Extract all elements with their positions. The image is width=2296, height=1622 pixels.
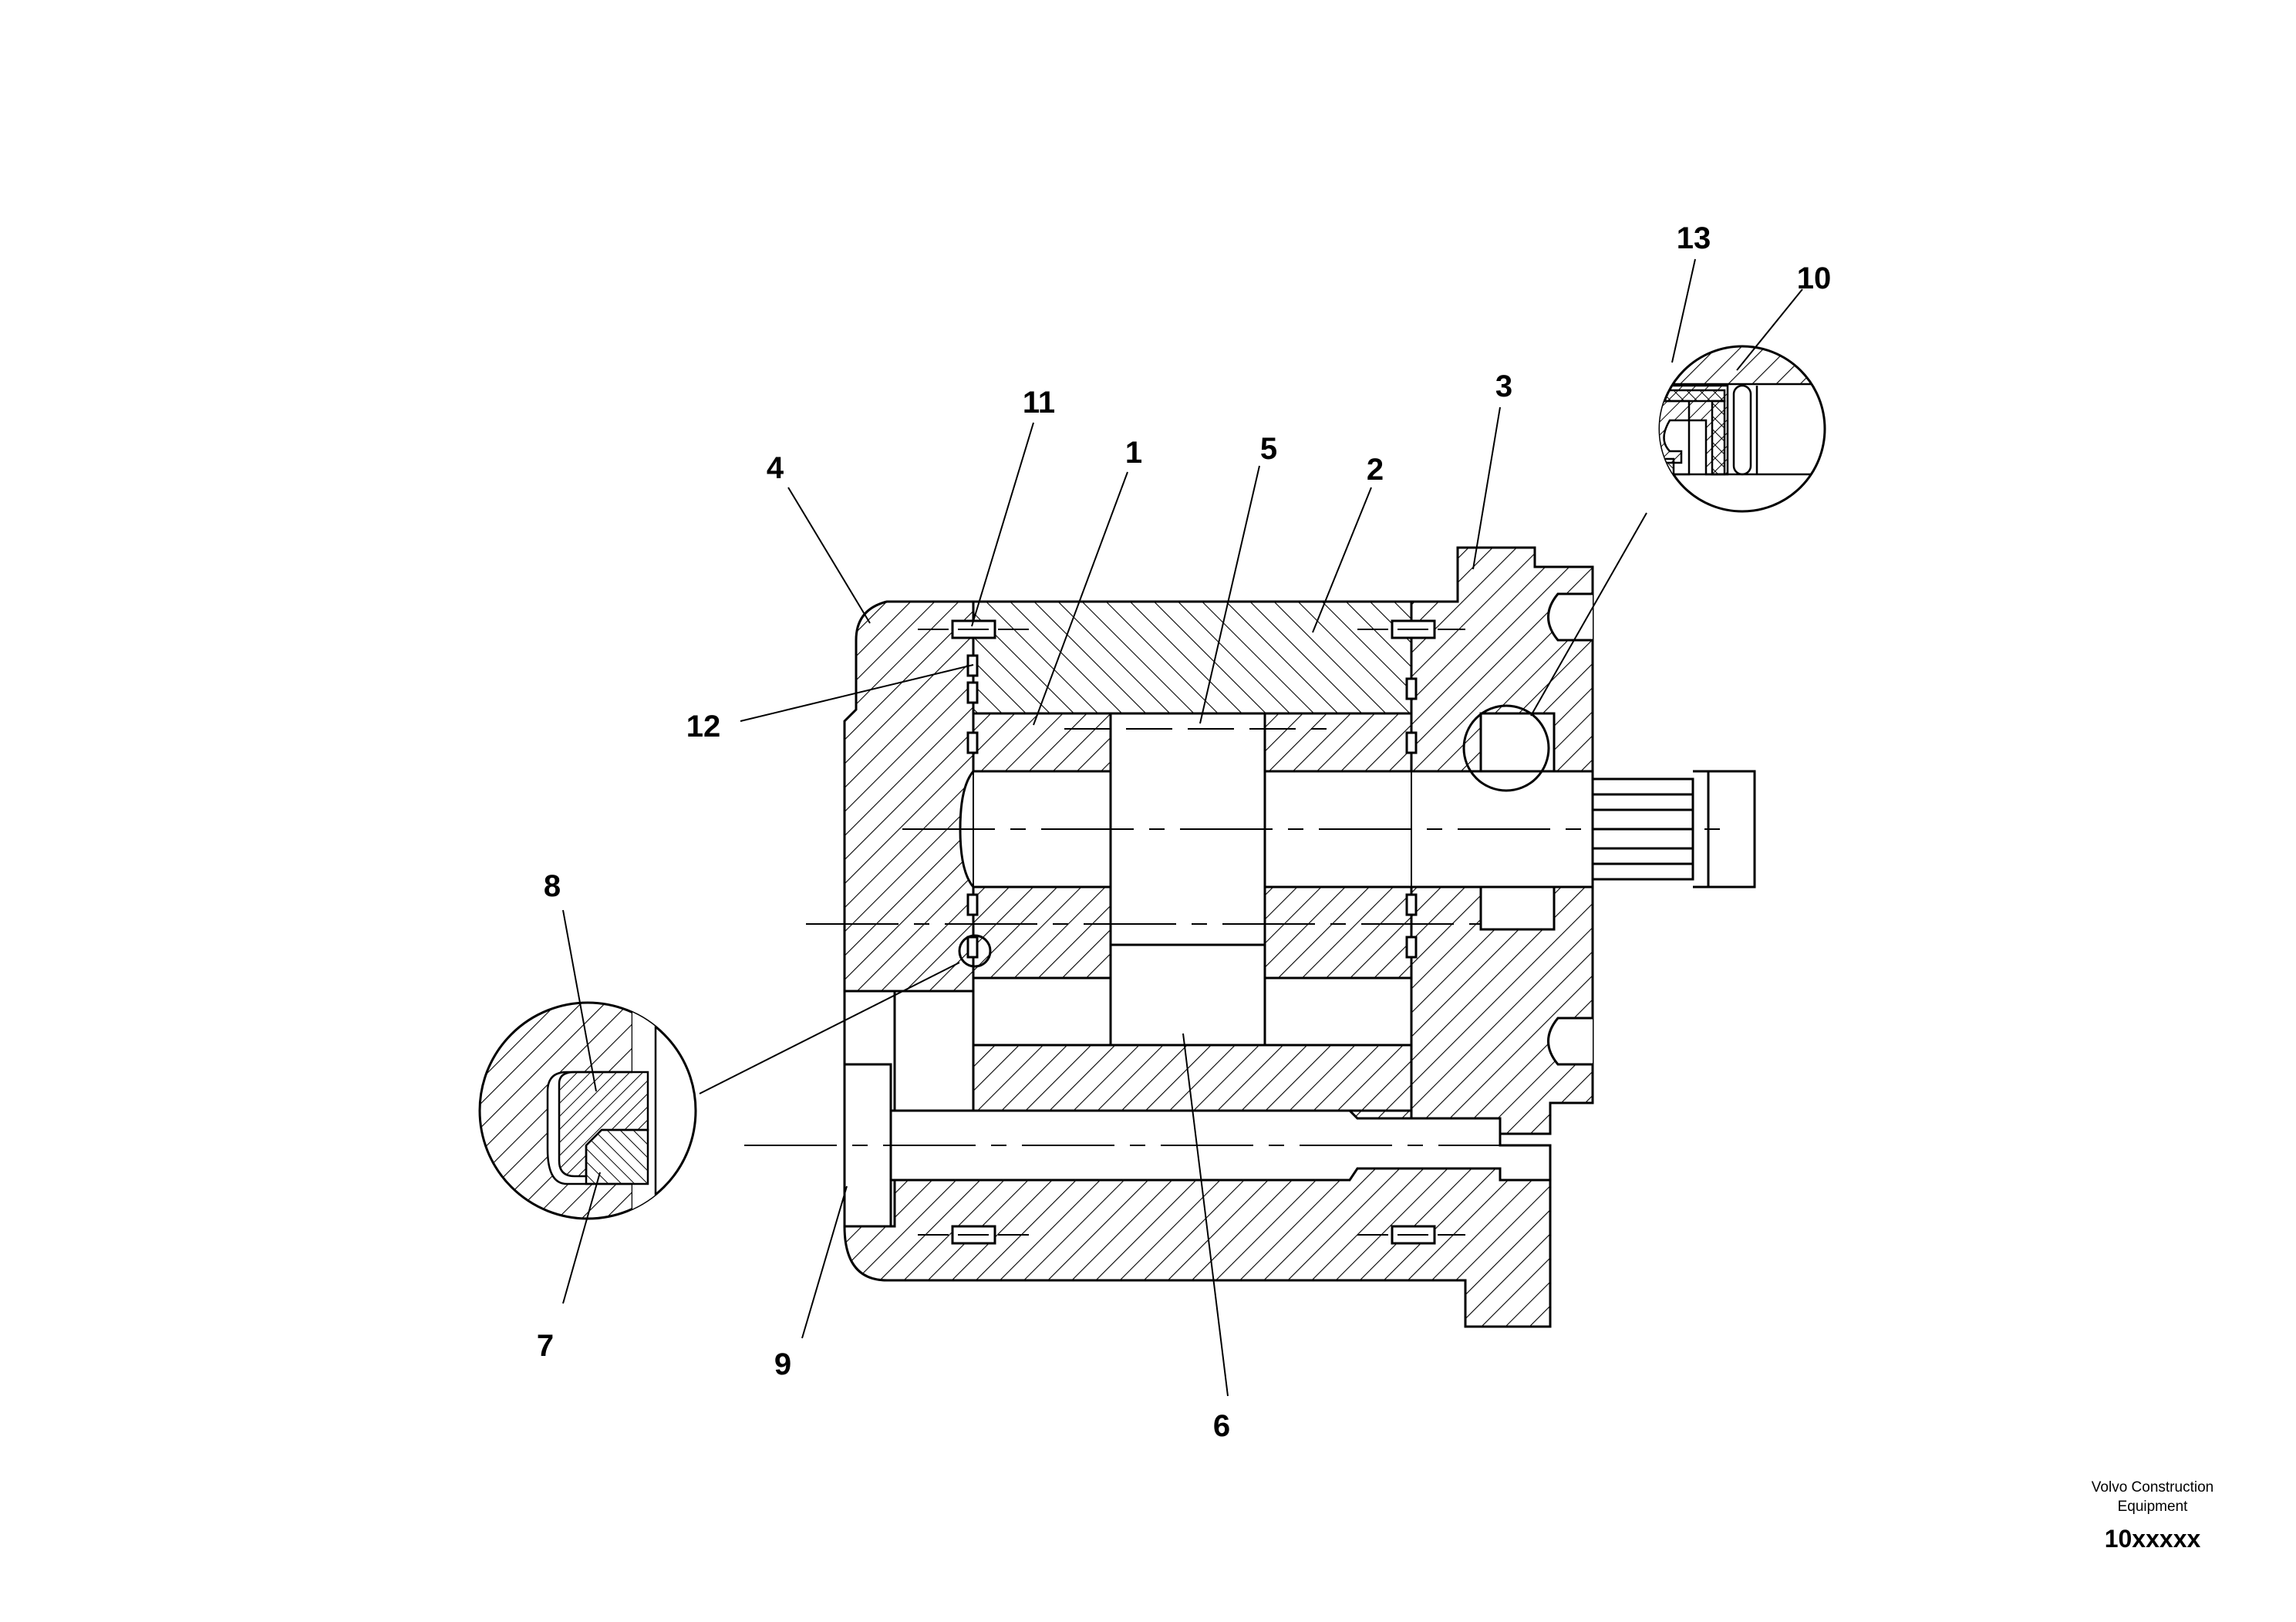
seal-groove-7 — [1405, 731, 1418, 754]
seal-groove-5 — [966, 936, 979, 959]
detail-marker-oring — [958, 934, 992, 968]
callout-4: 4 — [767, 451, 784, 485]
drawing-code: 10xxxxx — [2105, 1525, 2201, 1553]
callout-8: 8 — [544, 869, 561, 903]
bearing-block-upper-left — [972, 712, 1112, 773]
callout-1: 1 — [1125, 436, 1142, 470]
callout-13: 13 — [1677, 221, 1711, 255]
callout-12: 12 — [686, 710, 721, 744]
detail-marker-seal — [1462, 704, 1550, 792]
seal-groove-8 — [1405, 893, 1418, 916]
bearing-block-mid-right — [1263, 885, 1413, 980]
callout-6: 6 — [1213, 1409, 1230, 1443]
callout-11: 11 — [1023, 386, 1055, 420]
callout-2: 2 — [1367, 453, 1384, 487]
seal-groove-6 — [1405, 677, 1418, 700]
leader-lines — [562, 258, 1803, 1397]
seal-groove-4 — [966, 893, 979, 916]
callout-9: 9 — [774, 1347, 791, 1381]
callout-3: 3 — [1495, 369, 1512, 403]
rear-port-lower — [1547, 1017, 1593, 1066]
credit-line-1: Volvo Construction — [2092, 1479, 2213, 1496]
seal-groove-2 — [966, 681, 979, 704]
rear-port-upper — [1547, 592, 1593, 642]
detail-o-ring — [478, 1001, 697, 1220]
callout-10: 10 — [1797, 261, 1832, 295]
seal-pocket — [1479, 712, 1556, 773]
callout-7: 7 — [537, 1329, 554, 1363]
bearing-block-upper-right — [1263, 712, 1413, 773]
bearing-block-lower — [972, 1044, 1413, 1112]
gear-6 — [1109, 943, 1266, 1047]
pump-body-top — [972, 600, 1413, 715]
front-cover-body — [843, 600, 975, 993]
bearing-block-mid-left — [972, 885, 1112, 980]
seal-groove-3 — [966, 731, 979, 754]
credit-line-2: Equipment — [2118, 1499, 2189, 1515]
callout-5: 5 — [1260, 432, 1277, 466]
seal-groove-9 — [1405, 936, 1418, 959]
seal-pocket-lower — [1479, 885, 1556, 931]
detail-shaft-seal — [1658, 345, 1826, 513]
